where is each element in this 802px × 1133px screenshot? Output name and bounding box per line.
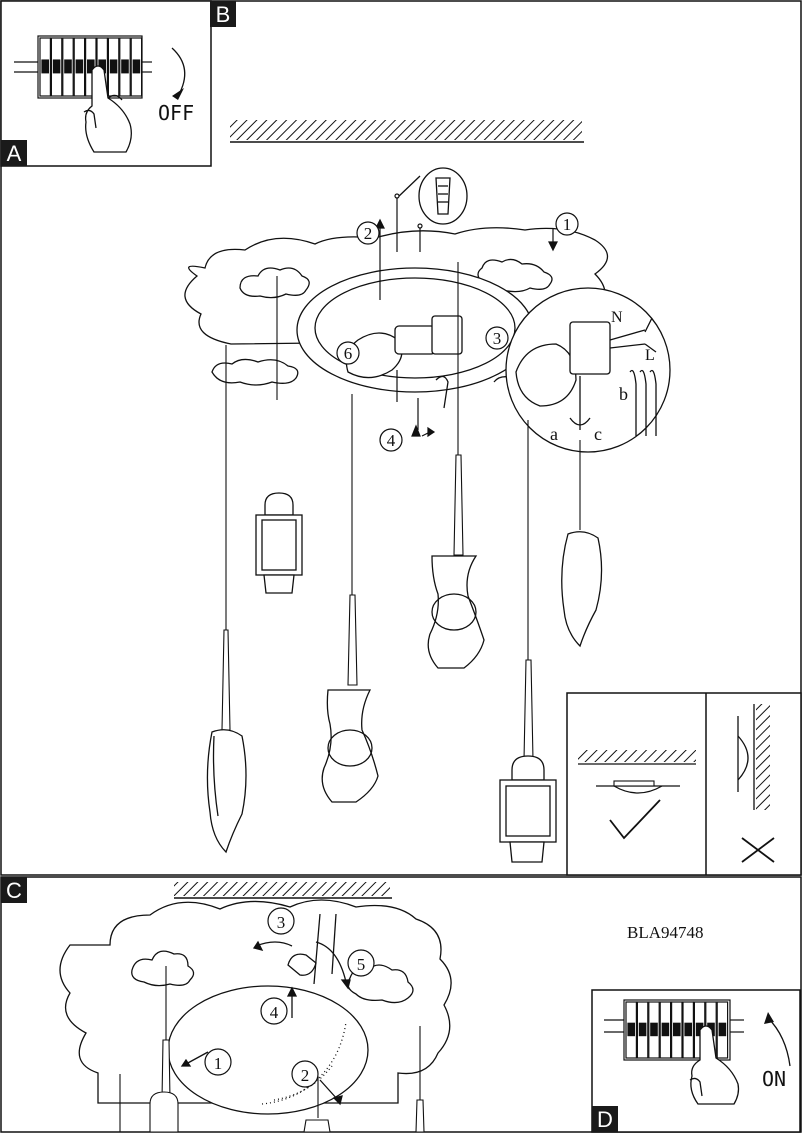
check-icon [609,799,661,840]
breaker-lever [52,59,61,74]
screwdriver-icon [569,376,591,430]
pendant-candy-2 [321,689,379,803]
breaker-lever [684,1022,693,1037]
svg-text:6: 6 [344,344,353,363]
panel-b: B OFF [0,0,236,167]
hand-icon [689,1025,740,1105]
model-code: BLA94748 [627,923,704,942]
step-marker: 4 [379,428,403,452]
breaker-lever [638,1022,647,1037]
breaker-lever [75,59,84,74]
pendant-rods [221,262,581,761]
step-b-label: b [619,384,628,404]
wire-neutral-label: N [611,309,623,326]
ceiling-hatch [230,120,584,143]
svg-text:3: 3 [493,329,502,348]
svg-text:4: 4 [387,431,396,450]
panel-c-label: C [6,878,22,903]
breaker-lever [661,1022,670,1037]
hand-icon [83,65,132,153]
svg-text:5: 5 [357,955,366,974]
panel-b-label: B [216,2,231,27]
step-marker: 2 [291,1060,319,1088]
breaker-lever [109,59,118,74]
step-markers-c: 1 2 3 4 5 [204,907,375,1088]
pendant-drop-1 [206,729,247,854]
circuit-breaker-icon [14,35,152,99]
step-marker: 5 [347,949,375,977]
svg-text:2: 2 [301,1066,310,1085]
breaker-lever [64,59,72,74]
step-marker: 3 [485,326,509,350]
step-marker: 1 [555,212,579,236]
breaker-lever [650,1022,658,1037]
pendant-rods-c [119,966,425,1133]
pendant-cube-1 [255,492,303,594]
svg-text:1: 1 [563,215,572,234]
step-a-label: a [550,424,558,444]
cross-icon [741,837,775,863]
wiring-detail [505,287,671,453]
step-marker: 2 [356,221,380,245]
breaker-lever [86,59,95,74]
breaker-lever [41,59,50,74]
pendant-drop-2 [561,531,603,648]
ceiling-hatch-c [174,882,392,899]
pendant-candy-1 [427,555,485,669]
wire-live-label: L [645,347,655,364]
breaker-lever [672,1022,681,1037]
step-marker: 4 [260,997,288,1025]
breaker-lever [132,59,141,74]
panel-a-label: A [7,141,22,166]
step-marker: 1 [204,1048,232,1076]
switch-on-label: ON [762,1067,786,1091]
svg-text:2: 2 [364,224,373,243]
pendant-cube-2 [499,755,557,863]
step-c-label: c [594,424,602,444]
svg-text:3: 3 [277,913,286,932]
hand-icon [287,913,337,985]
svg-text:1: 1 [214,1054,223,1073]
breaker-lever [121,59,129,74]
wall-plug-icon [396,167,468,225]
step-marker: 3 [267,907,295,935]
svg-text:4: 4 [270,1003,279,1022]
panel-d-label: D [597,1107,613,1132]
switch-off-label: OFF [158,101,194,125]
breaker-lever [718,1022,727,1037]
panel-d: D ON [591,989,801,1133]
breaker-lever [627,1022,636,1037]
mounting-orientation-inset [566,692,802,876]
step-marker: 6 [336,341,360,365]
cloud-lamp-mounted [59,899,452,1115]
